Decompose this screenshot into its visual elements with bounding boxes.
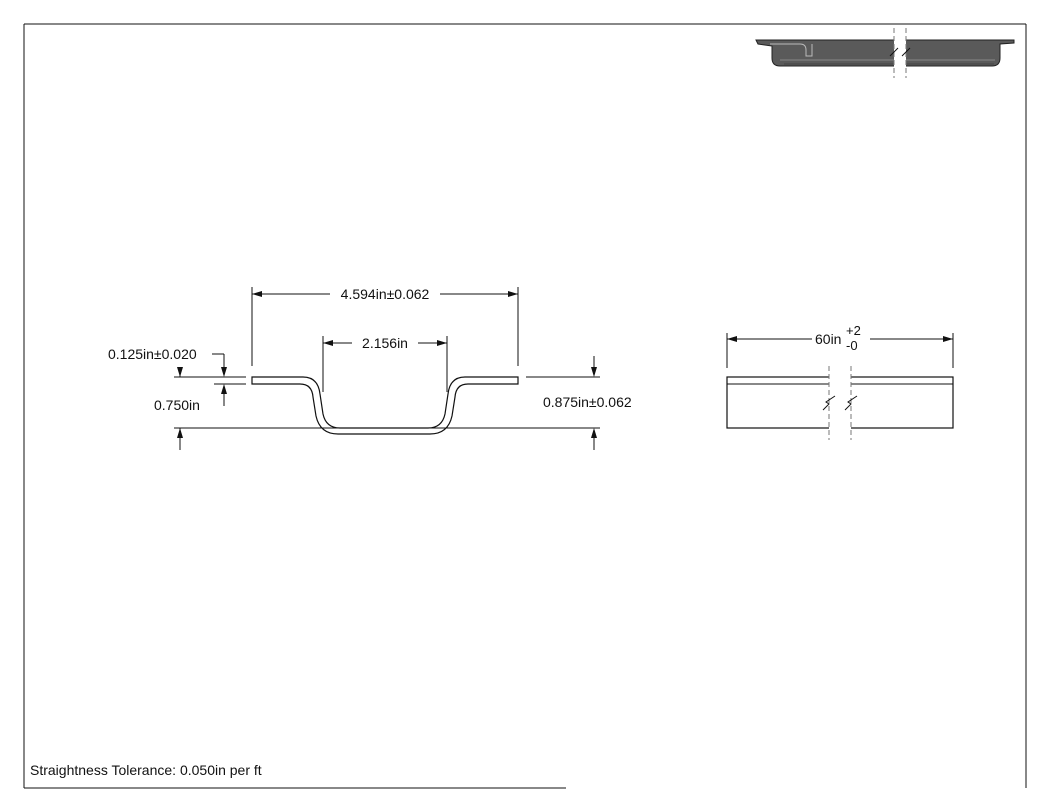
thickness-label: 0.125in±0.020	[108, 346, 197, 362]
channel-width-label: 2.156in	[362, 335, 408, 351]
overall-width-label: 4.594in±0.062	[341, 286, 430, 302]
overall-height-label: 0.875in±0.062	[543, 394, 632, 410]
channel-profile	[251, 376, 519, 435]
overall-height-dimension: 0.875in±0.062	[526, 356, 632, 450]
thickness-dimension: 0.125in±0.020	[108, 346, 246, 406]
depth-label: 0.750in	[154, 397, 200, 413]
isometric-thumbnail	[755, 28, 1015, 78]
channel-width-dimension: 2.156in	[322, 335, 448, 392]
sheet-border	[23, 23, 1027, 789]
length-view: 60in +2 -0	[726, 323, 954, 440]
depth-dimension: 0.750in	[154, 367, 214, 450]
length-tolerance-minus: -0	[846, 338, 858, 353]
length-dimension: 60in +2 -0	[726, 323, 954, 368]
straightness-tolerance-note: Straightness Tolerance: 0.050in per ft	[30, 762, 262, 778]
length-tolerance-plus: +2	[846, 323, 861, 338]
overall-width-dimension: 4.594in±0.062	[251, 286, 519, 366]
length-value-label: 60in	[815, 331, 841, 347]
section-view: 4.594in±0.062 2.156in 0.125in±0.020	[108, 286, 632, 450]
